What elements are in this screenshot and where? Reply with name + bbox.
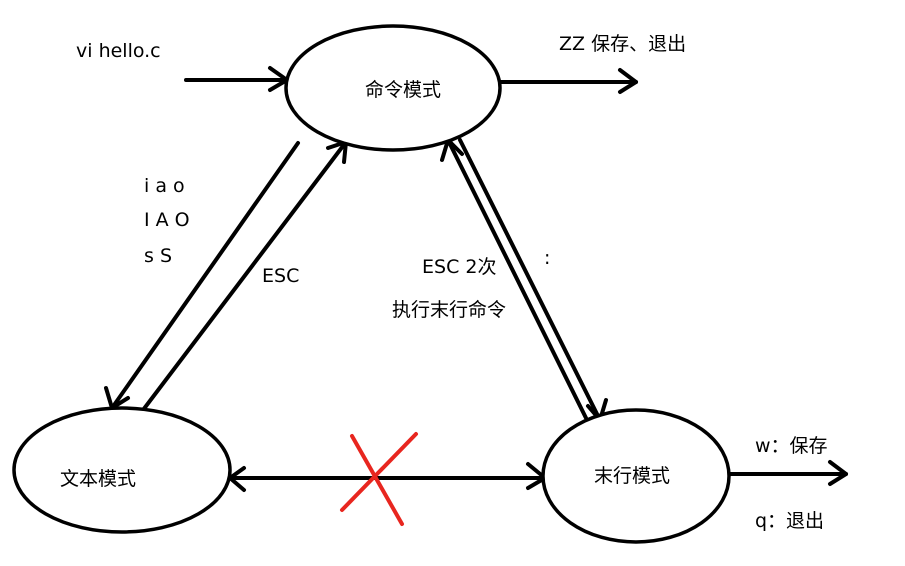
label-insert-keys-3: s S: [144, 245, 172, 267]
entry-arrow: [184, 66, 289, 92]
label-vi-hello: vi hello.c: [76, 40, 161, 62]
node-lastline-mode: 末行模式: [541, 408, 731, 544]
lastline-to-text-arrow: [228, 462, 547, 492]
label-zz-save-quit: ZZ 保存、退出: [559, 33, 686, 55]
node-text-label: 文本模式: [60, 468, 136, 490]
lastline-to-command-arrow: [440, 138, 588, 420]
node-command-label: 命令模式: [365, 79, 441, 101]
node-lastline-label: 末行模式: [594, 465, 670, 487]
label-colon: :: [544, 247, 550, 269]
label-esc: ESC: [262, 265, 299, 287]
command-to-lastline-arrow: [458, 138, 608, 422]
node-text-mode: 文本模式: [12, 406, 232, 534]
label-q-quit: q：退出: [755, 510, 824, 532]
zz-exit-arrow: [496, 68, 638, 94]
label-insert-keys-2: I A O: [144, 209, 190, 231]
label-insert-keys-1: i a o: [144, 175, 185, 197]
label-esc-twice: ESC 2次: [422, 256, 496, 278]
label-exec-lastline: 执行末行命令: [392, 299, 506, 321]
node-command-mode: 命令模式: [284, 24, 502, 152]
lastline-exit-arrow: [726, 460, 848, 486]
forbidden-cross-icon: [340, 432, 418, 526]
label-w-save: w：保存: [755, 435, 828, 457]
